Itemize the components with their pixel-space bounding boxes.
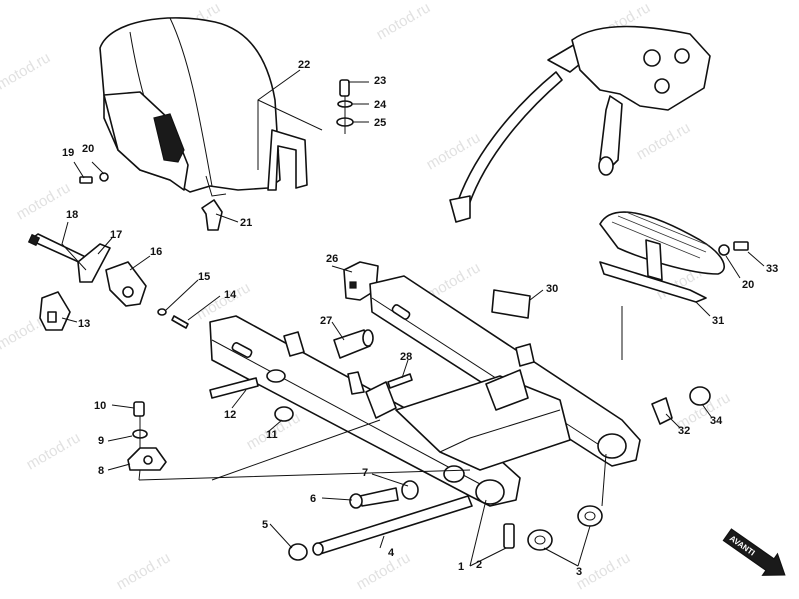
callout-10: 10 [94,400,106,412]
part-12-bolt [209,369,286,399]
part-17-plate [77,243,111,283]
callout-33: 33 [766,263,778,275]
part-21-bracket [201,199,223,231]
callout-22: 22 [298,59,310,71]
part-32-bracket [651,397,673,425]
callout-15: 15 [198,271,210,283]
part-16-bracket [105,261,147,307]
callout-2: 2 [476,559,482,571]
callout-20-left: 20 [82,143,94,155]
callout-25: 25 [374,117,386,129]
callout-21: 21 [240,217,252,229]
callout-1: 1 [458,561,464,573]
part-6-7-bushing [349,480,419,509]
watermark: motod.ru [574,549,634,593]
callout-9: 9 [98,435,104,447]
callout-3: 3 [576,566,582,578]
watermark: motod.ru [0,49,53,93]
callout-5: 5 [262,519,268,531]
part-27-bushing [333,329,374,359]
part-2-screw [503,523,515,549]
watermark: motod.ru [14,179,74,223]
part-3-washers [527,505,603,551]
watermark: motod.ru [634,119,694,163]
part-5-nut [288,543,308,561]
part-34-nut [689,386,711,406]
callout-12: 12 [224,409,236,421]
leader-lines [61,69,765,567]
watermark: motod.ru [24,429,84,473]
part-33-screw [718,241,749,256]
callout-8: 8 [98,465,104,477]
callout-31: 31 [712,315,724,327]
watermark: motod.ru [354,549,414,593]
callout-26: 26 [326,253,338,265]
part-19-20-screw [79,172,109,184]
watermark: motod.ru [114,549,174,593]
callout-13: 13 [78,318,90,330]
part-8-10-bracket-set [127,401,167,471]
part-22-mudguard [99,17,308,197]
callout-19: 19 [62,147,74,159]
part-14-15-screw [157,308,189,329]
callout-4: 4 [388,547,395,559]
callout-28: 28 [400,351,412,363]
callout-24: 24 [374,99,387,111]
callout-11: 11 [266,429,278,441]
callout-23: 23 [374,75,386,87]
callout-20-right: 20 [742,279,754,291]
part-4-pivot-shaft [312,495,473,556]
callout-18: 18 [66,209,78,221]
part-23-25-screw-set [336,79,354,134]
callout-30: 30 [546,283,558,295]
part-28-screw [387,373,413,389]
callout-14: 14 [224,289,237,301]
watermark: motod.ru [194,279,254,323]
watermark: motod.ru [374,0,434,43]
callout-16: 16 [150,246,162,258]
part-11-nut [274,406,294,422]
callout-17: 17 [110,229,122,241]
callout-labels: 1 2 3 4 5 6 7 8 9 10 11 12 13 14 15 16 1… [62,59,778,578]
part-31-chain-slider [599,211,725,303]
part-13-clamp [39,291,71,331]
callout-32: 32 [678,425,690,437]
part-30-plate [491,289,531,319]
callout-6: 6 [310,493,316,505]
callout-7: 7 [362,467,368,479]
direction-arrow: AVANTI [722,528,786,576]
callout-27: 27 [320,315,332,327]
caliper-support-plate [571,25,711,176]
callout-34: 34 [710,415,723,427]
